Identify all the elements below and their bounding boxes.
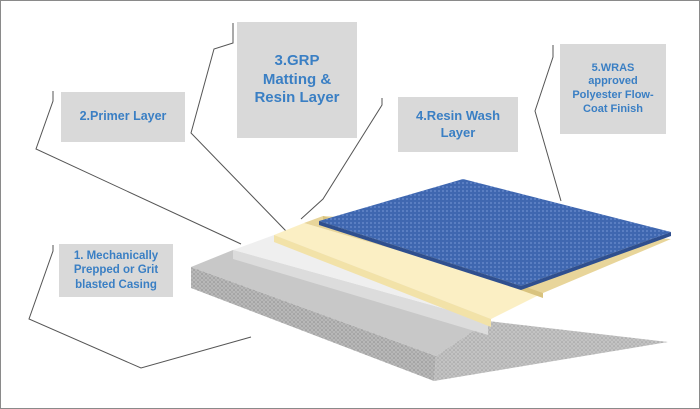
- flowcoat-top: [319, 179, 671, 286]
- casing-top: [191, 250, 488, 356]
- grp-layer: [274, 223, 543, 327]
- label-resin-wash: 4.Resin Wash Layer: [398, 97, 518, 152]
- label-resin-wash-text: 4.Resin Wash Layer: [415, 108, 501, 140]
- grp-front: [274, 235, 491, 327]
- label-flowcoat-text: 5.WRAS approved Polyester Flow-Coat Fini…: [572, 61, 654, 115]
- flowcoat-layer: [319, 179, 671, 290]
- leader-line-grp: [190, 23, 287, 232]
- leader-lines: [28, 23, 562, 369]
- label-primer: 2.Primer Layer: [61, 92, 185, 142]
- leader-line-flowcoat: [534, 45, 562, 202]
- primer-front: [233, 250, 488, 335]
- label-casing: 1. Mechanically Prepped or Grit blasted …: [59, 244, 173, 297]
- label-grp: 3.GRP Matting & Resin Layer: [237, 22, 357, 138]
- label-grp-text: 3.GRP Matting & Resin Layer: [254, 51, 340, 107]
- casing-left-face: [191, 267, 436, 381]
- casing-layer: [191, 250, 668, 381]
- flowcoat-front-edge: [319, 221, 521, 290]
- leader-line-casing: [28, 245, 252, 369]
- label-primer-text: 2.Primer Layer: [79, 109, 167, 124]
- leader-line-resin-wash: [300, 98, 383, 220]
- grp-top: [274, 223, 543, 319]
- leader-line-primer: [35, 91, 242, 245]
- label-casing-text: 1. Mechanically Prepped or Grit blasted …: [73, 249, 159, 291]
- label-flowcoat: 5.WRAS approved Polyester Flow-Coat Fini…: [560, 44, 666, 134]
- flowcoat-side-edge: [521, 232, 671, 290]
- casing-right-face: [434, 321, 668, 381]
